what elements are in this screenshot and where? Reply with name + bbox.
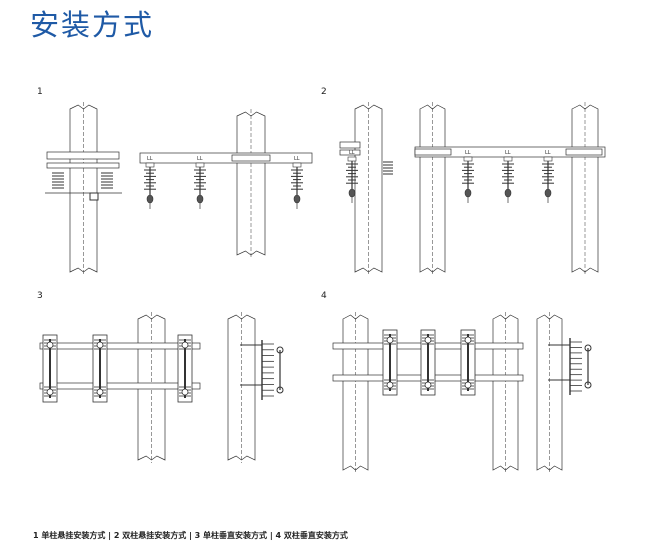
fuse-tube — [348, 188, 356, 198]
bracket — [339, 149, 361, 156]
fuse-tube — [293, 194, 301, 204]
insulator-joint — [96, 341, 104, 349]
insulator-joint — [464, 336, 472, 344]
panel-number-1: 1 — [37, 87, 43, 97]
clamp-plate — [231, 154, 271, 162]
insulator-joint — [424, 336, 432, 344]
bracket — [339, 141, 361, 149]
insulator-cap — [145, 162, 155, 168]
clamp-plate — [414, 148, 452, 156]
terminal-mark: LL — [147, 156, 153, 162]
terminal-mark: LL — [197, 156, 203, 162]
terminal-mark: LL — [545, 150, 551, 156]
insulator-joint — [424, 381, 432, 389]
insulator-joint — [46, 388, 54, 396]
fuse-holder — [89, 192, 99, 201]
figure-caption: 1 单柱悬挂安装方式 | 2 双柱悬挂安装方式 | 3 单柱垂直安装方式 | 4… — [33, 531, 348, 540]
insulator-cap — [292, 162, 302, 168]
insulator-joint — [386, 381, 394, 389]
terminal-mark: LL — [465, 150, 471, 156]
fuse-tube — [196, 194, 204, 204]
insulator-cap — [543, 156, 553, 162]
terminal-mark: LL — [505, 150, 511, 156]
panel-number-2: 2 — [321, 87, 327, 97]
fuse-tube — [544, 188, 552, 198]
mounting-plate — [46, 162, 120, 169]
panel-number-4: 4 — [321, 291, 327, 301]
insulator-cap — [503, 156, 513, 162]
insulator-cap — [463, 156, 473, 162]
insulator-joint — [386, 336, 394, 344]
page-title: 安装方式 — [30, 8, 155, 42]
insulator-joint — [96, 388, 104, 396]
insulator-joint — [181, 388, 189, 396]
insulator-cap — [347, 156, 357, 162]
terminal-mark: LL — [294, 156, 300, 162]
fuse-tube — [464, 188, 472, 198]
crossarm — [39, 382, 201, 390]
insulator-cap — [195, 162, 205, 168]
fuse-tube — [146, 194, 154, 204]
panel-number-3: 3 — [37, 291, 43, 301]
fuse-tube — [504, 188, 512, 198]
mounting-plate — [46, 151, 120, 160]
insulator-joint — [46, 341, 54, 349]
terminal-mark: LL — [349, 150, 355, 156]
insulator-joint — [464, 381, 472, 389]
crossarm — [139, 152, 313, 164]
insulator-joint — [181, 341, 189, 349]
clamp-plate — [565, 148, 603, 156]
crossarm — [39, 342, 201, 350]
